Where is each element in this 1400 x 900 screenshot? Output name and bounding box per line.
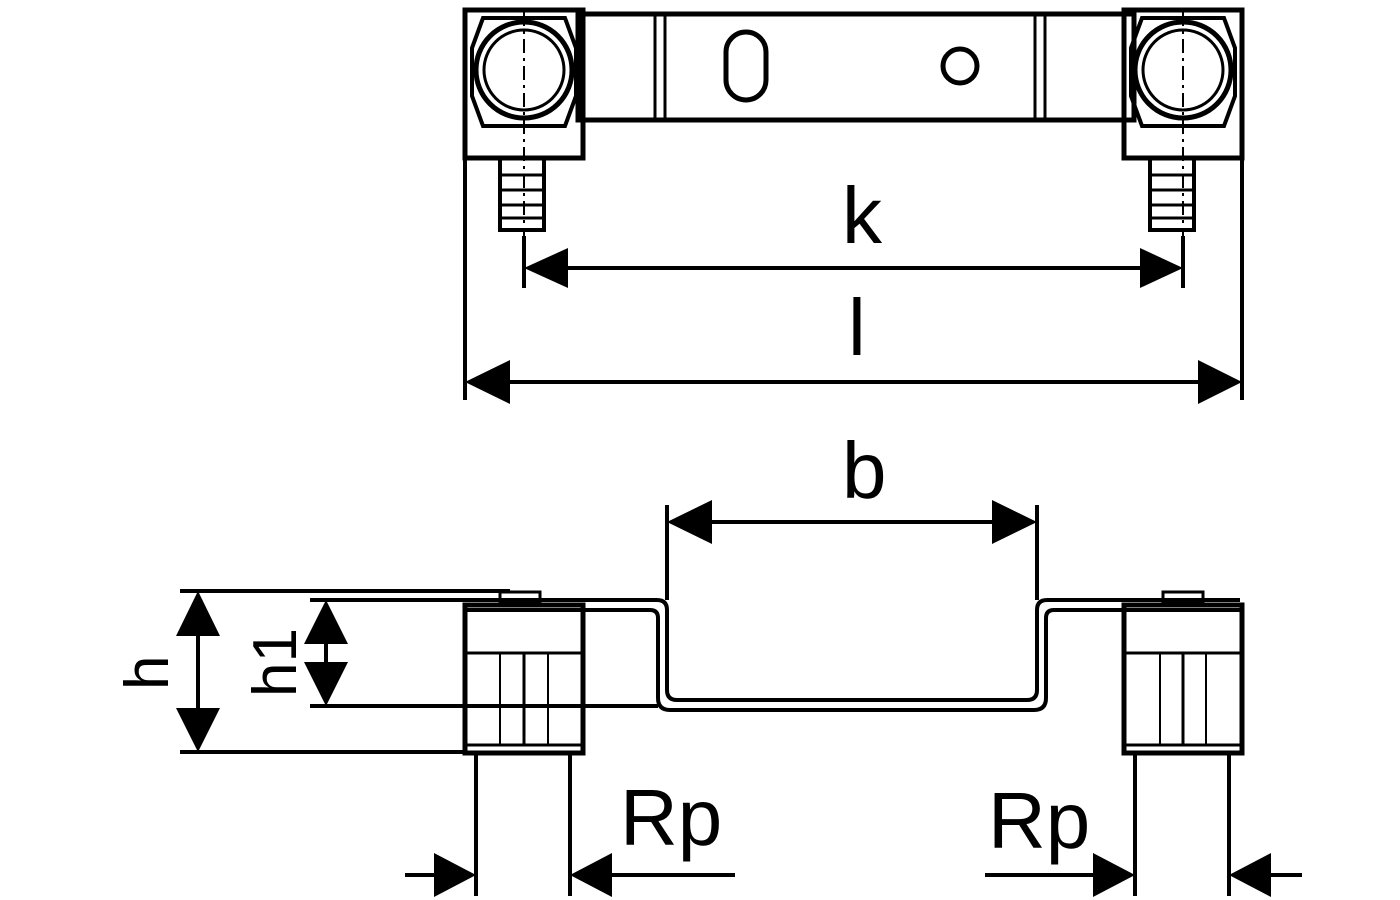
- h1-label: h1: [241, 628, 310, 697]
- slot-hole: [723, 29, 769, 103]
- bracket-profile: [465, 598, 1240, 702]
- mounting-plate: [575, 11, 1137, 123]
- rp-right-label: Rp: [988, 776, 1090, 865]
- side-view: [176, 500, 1302, 897]
- rp-left-label: Rp: [620, 773, 722, 862]
- k-label: k: [842, 171, 883, 260]
- h-label: h: [113, 656, 182, 690]
- b-label: b: [842, 426, 887, 515]
- right-threaded-socket: [1121, 590, 1245, 756]
- top-view: [462, 7, 1245, 404]
- right-elbow-fitting: [1121, 7, 1245, 236]
- left-threaded-socket: [462, 590, 586, 756]
- round-hole: [940, 46, 980, 86]
- l-label: l: [848, 283, 866, 372]
- left-elbow-fitting: [462, 7, 586, 236]
